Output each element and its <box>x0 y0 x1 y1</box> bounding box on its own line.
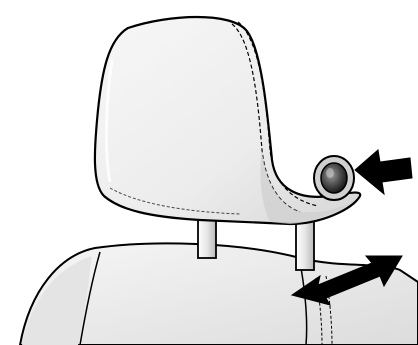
seatback <box>20 243 418 345</box>
release-button[interactable] <box>314 156 354 200</box>
arrow-left-icon <box>355 150 412 194</box>
